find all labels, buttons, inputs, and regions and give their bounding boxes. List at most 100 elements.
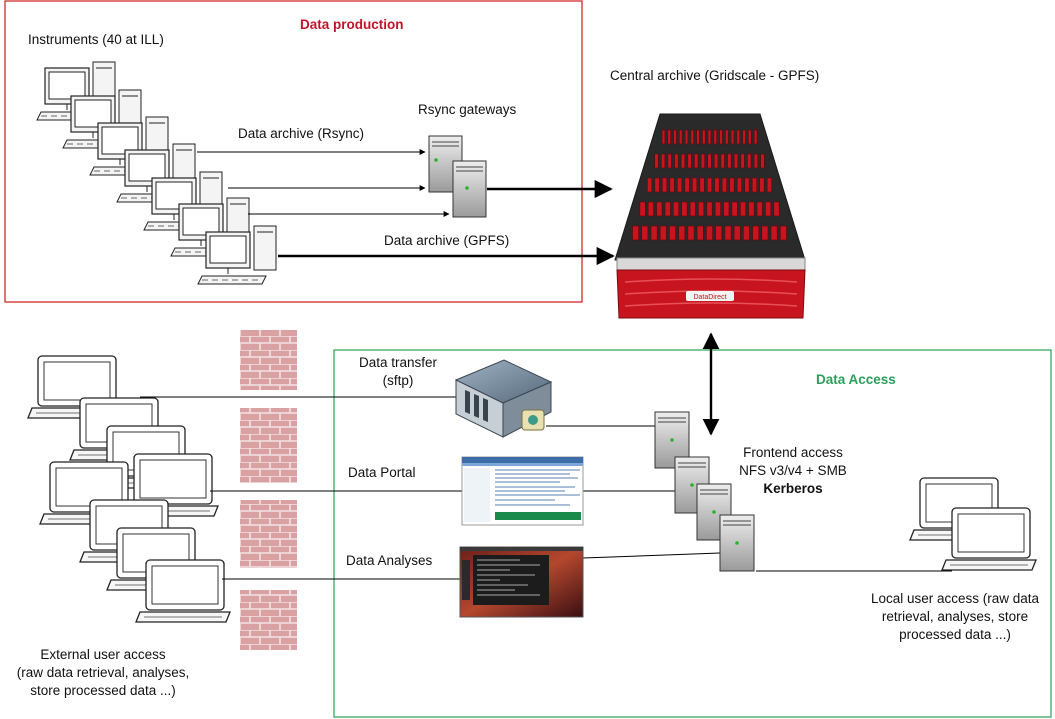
drive-bay	[699, 177, 705, 193]
instrument-computers	[36, 61, 277, 285]
drive-bay	[751, 177, 758, 193]
drive-bay	[661, 177, 668, 193]
drive-bay	[654, 177, 660, 193]
drive-bay	[724, 225, 732, 241]
local-user-line-2: retrieval, analyses, store	[881, 609, 1029, 624]
drive-bay	[664, 201, 671, 217]
drive-bay	[687, 225, 695, 241]
drive-bay	[730, 129, 735, 145]
drive-bay	[742, 225, 750, 241]
central-archive-label: Central archive (Gridscale - GPFS)	[610, 68, 820, 83]
access-lines	[140, 396, 952, 580]
drive-bay	[733, 153, 739, 169]
drive-bay	[761, 225, 769, 241]
drive-bay	[641, 225, 649, 241]
drive-bay	[680, 153, 686, 169]
frontend-line-3: Kerberos	[763, 481, 823, 496]
drive-bay	[773, 201, 780, 217]
firewall-icon	[240, 590, 297, 650]
firewall-icon	[240, 500, 297, 568]
drive-bay	[736, 129, 741, 145]
drive-bay	[736, 177, 743, 193]
drive-bay	[689, 201, 696, 217]
drive-bay	[656, 201, 663, 217]
instruments-label: Instruments (40 at ILL)	[28, 32, 164, 47]
data-portal-label: Data Portal	[348, 465, 416, 480]
drive-bay	[752, 225, 760, 241]
drive-bay	[706, 201, 713, 217]
data-production-title: Data production	[300, 17, 404, 32]
drive-bay	[742, 129, 746, 145]
drive-bay	[661, 129, 666, 145]
firewall-icon	[240, 330, 297, 390]
local-user-line-3: processed data ...)	[899, 627, 1011, 642]
local-user-label: Local user access (raw data retrieval, a…	[860, 590, 1050, 644]
data-archive-gpfs-label: Data archive (GPFS)	[384, 233, 510, 248]
drive-bay	[678, 225, 686, 241]
drive-bay	[694, 153, 699, 169]
drive-bay	[714, 177, 720, 193]
drive-bay	[691, 177, 698, 193]
drive-bay	[727, 153, 732, 169]
tower-server-icon	[719, 514, 755, 572]
drive-bay	[760, 153, 765, 169]
drive-bay	[667, 153, 672, 169]
data-access-title: Data Access	[816, 372, 896, 387]
drive-bay	[748, 129, 752, 145]
drive-bay	[715, 225, 723, 241]
drive-bay	[740, 153, 745, 169]
data-archive-rsync-label: Data archive (Rsync)	[238, 126, 365, 141]
drive-bay	[690, 129, 695, 145]
external-user-line-2: (raw data retrieval, analyses,	[16, 665, 190, 680]
drive-bay	[719, 129, 723, 145]
drive-bay	[669, 225, 676, 241]
drive-bay	[678, 129, 683, 145]
drive-bay	[672, 201, 679, 217]
drive-bay	[753, 129, 758, 145]
rsync-arrows	[197, 149, 450, 217]
external-user-label: External user access (raw data retrieval…	[0, 646, 206, 700]
drive-bay	[696, 129, 700, 145]
drive-bay	[713, 153, 719, 169]
drive-bay	[706, 177, 713, 193]
drive-bay	[770, 225, 778, 241]
drive-bay	[660, 153, 666, 169]
drive-bay	[765, 201, 772, 217]
data-portal-screenshot	[461, 456, 584, 526]
drive-bay	[687, 153, 692, 169]
drive-bay	[753, 153, 758, 169]
drive-bay	[713, 129, 718, 145]
drive-bay	[702, 129, 706, 145]
drive-bay	[721, 177, 728, 193]
drive-bay	[673, 129, 677, 145]
drive-bay	[744, 177, 750, 193]
data-transfer-label: Data transfer (sftp)	[340, 354, 456, 390]
local-user-line-1: Local user access (raw data	[870, 591, 1040, 606]
data-access-box	[333, 349, 1052, 718]
drive-bay	[646, 177, 653, 193]
drive-bay	[706, 225, 713, 241]
drive-bay	[731, 201, 738, 217]
drive-bay	[714, 201, 721, 217]
external-user-line-1: External user access	[40, 647, 166, 662]
drive-bay	[696, 225, 704, 241]
external-user-line-3: store processed data ...)	[30, 683, 176, 698]
drive-bay	[733, 225, 741, 241]
drive-bay	[650, 225, 658, 241]
storage-brand-label: DataDirect	[693, 294, 726, 301]
drive-bay	[707, 153, 712, 169]
rsync-gateways-label: Rsync gateways	[418, 102, 517, 117]
rsync-gateway-server-2	[452, 160, 487, 218]
drive-bay	[766, 177, 773, 193]
data-transfer-line-2: (sftp)	[382, 373, 414, 388]
data-analyses-screenshot	[459, 546, 584, 618]
data-production-box	[4, 0, 583, 303]
drive-bay	[659, 225, 667, 241]
drive-bay	[667, 129, 671, 145]
sftp-server-icon	[454, 359, 553, 438]
drive-bay	[674, 153, 679, 169]
frontend-line-2: NFS v3/v4 + SMB	[739, 463, 847, 478]
central-archive-storage: DataDirect	[614, 113, 806, 319]
drive-bay	[725, 129, 729, 145]
